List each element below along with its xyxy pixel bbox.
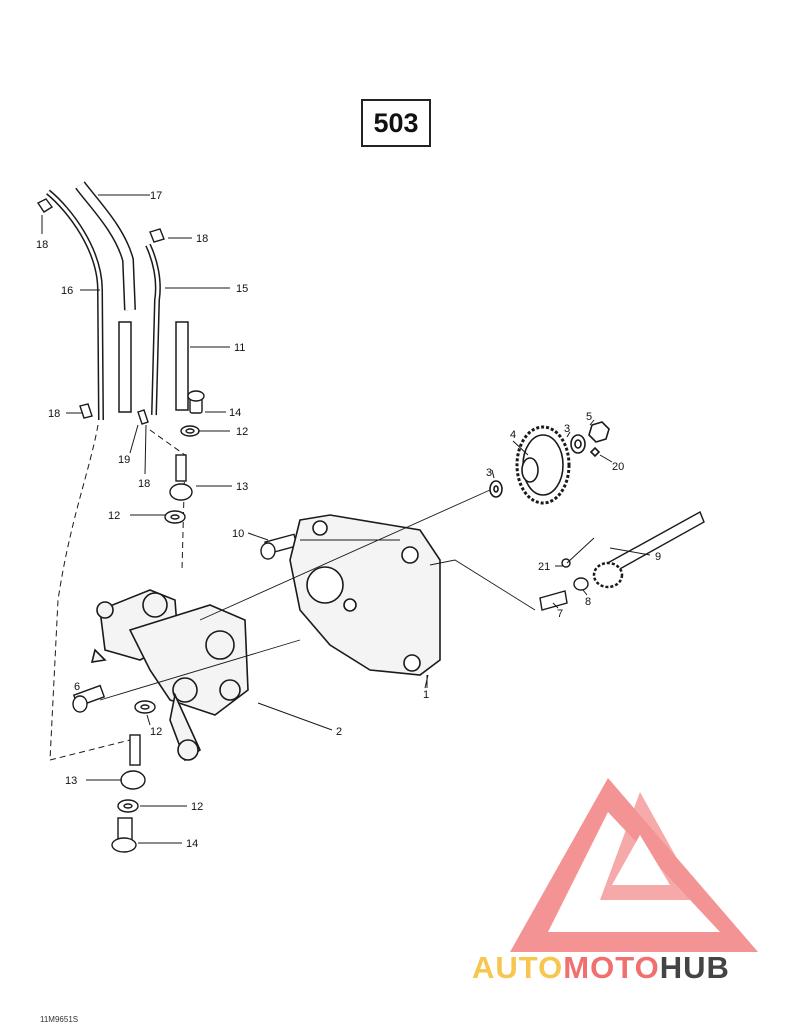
callout-20: 20 bbox=[612, 461, 624, 473]
callout-18: 18 bbox=[48, 408, 60, 420]
callout-6: 6 bbox=[74, 681, 80, 693]
oil-lines bbox=[46, 181, 189, 761]
callout-12: 12 bbox=[108, 510, 120, 522]
callout-13: 13 bbox=[65, 775, 77, 787]
callout-2: 2 bbox=[336, 726, 342, 738]
wordmark-part-auto: AUTO bbox=[472, 950, 564, 985]
callout-19: 19 bbox=[118, 454, 130, 466]
oil-pump-assembly bbox=[90, 589, 249, 762]
wordmark-part-moto: MOTO bbox=[563, 950, 660, 985]
callout-12: 12 bbox=[150, 726, 162, 738]
callout-18: 18 bbox=[36, 239, 48, 251]
watermark-wordmark: AUTOMOTOHUB bbox=[472, 950, 730, 986]
hose-clamp-parts bbox=[36, 198, 165, 425]
callout-4: 4 bbox=[510, 429, 516, 441]
callout-21: 21 bbox=[538, 561, 550, 573]
callout-9: 9 bbox=[655, 551, 661, 563]
callout-13: 13 bbox=[236, 481, 248, 493]
callout-5: 5 bbox=[586, 411, 592, 423]
callout-18: 18 bbox=[138, 478, 150, 490]
callout-16: 16 bbox=[61, 285, 73, 297]
callouts: 17 18 18 16 15 11 18 14 12 19 18 13 12 1… bbox=[36, 190, 661, 850]
callout-3: 3 bbox=[564, 423, 570, 435]
callout-1: 1 bbox=[423, 689, 429, 701]
page-number-badge: 503 bbox=[361, 99, 431, 147]
callout-10: 10 bbox=[232, 528, 244, 540]
fittings bbox=[72, 390, 298, 853]
assembly-axes bbox=[99, 489, 536, 701]
leader-lines bbox=[41, 194, 651, 844]
pump-cover-flange bbox=[289, 514, 441, 676]
callout-3: 3 bbox=[486, 467, 492, 479]
drive-gear bbox=[489, 421, 610, 505]
wordmark-part-hub: HUB bbox=[659, 950, 730, 985]
callout-12: 12 bbox=[236, 426, 248, 438]
callout-14: 14 bbox=[229, 407, 241, 419]
callout-18: 18 bbox=[196, 233, 208, 245]
callout-15: 15 bbox=[236, 283, 248, 295]
callout-14: 14 bbox=[186, 838, 198, 850]
callout-7: 7 bbox=[557, 608, 563, 620]
watermark-triangle-logo bbox=[510, 778, 758, 952]
pump-shaft bbox=[539, 511, 705, 611]
callout-12: 12 bbox=[191, 801, 203, 813]
callout-17: 17 bbox=[150, 190, 162, 202]
diagram-code: 11M9651S bbox=[40, 1015, 79, 1024]
callout-8: 8 bbox=[585, 596, 591, 608]
callout-11: 11 bbox=[234, 342, 245, 354]
